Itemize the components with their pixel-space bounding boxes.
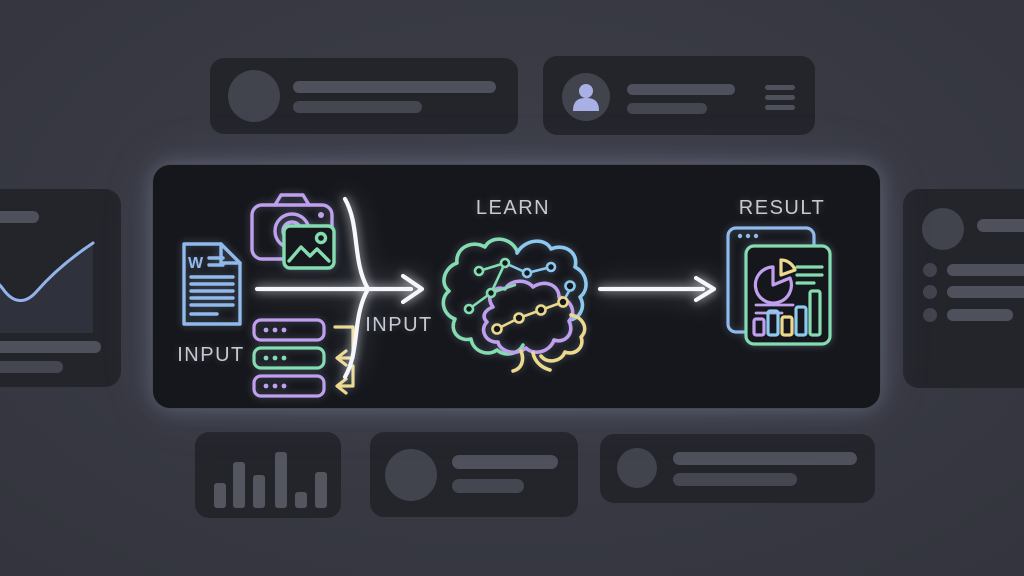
background-card-list [903, 189, 1024, 388]
bar-placeholder [233, 462, 245, 508]
background-card-line-chart [0, 189, 121, 387]
background-card-bar-chart [195, 432, 341, 518]
word-document-icon: W [182, 242, 242, 326]
image-icon [282, 224, 336, 270]
text-line-placeholder [452, 479, 524, 493]
text-line-placeholder [293, 101, 422, 113]
text-line-placeholder [947, 264, 1024, 276]
text-line-placeholder [947, 309, 1013, 321]
bar-placeholder [253, 475, 265, 508]
text-line-placeholder [977, 219, 1024, 232]
svg-text:W: W [188, 255, 204, 272]
avatar-placeholder [922, 208, 964, 250]
text-line-placeholder [627, 84, 735, 95]
bullet-placeholder [923, 308, 937, 322]
background-card-top-right [543, 56, 815, 135]
merge-arrow-icon [254, 196, 425, 380]
avatar-placeholder [385, 449, 437, 501]
report-icon [726, 226, 832, 346]
background-card-bottom-right [600, 434, 875, 503]
background-card-bottom-middle [370, 432, 578, 517]
text-line-placeholder [947, 286, 1024, 298]
text-line-placeholder [0, 361, 63, 373]
background-card-top-left [210, 58, 518, 134]
bar-placeholder [295, 492, 307, 508]
bar-placeholder [275, 452, 287, 508]
text-line-placeholder [293, 81, 496, 93]
avatar-placeholder [562, 73, 610, 121]
input-merged-label: INPUT [365, 314, 433, 336]
text-line-placeholder [673, 473, 797, 486]
brain-icon [441, 237, 588, 373]
text-line-placeholder [627, 103, 707, 114]
avatar-placeholder [228, 70, 280, 122]
bar-placeholder [214, 483, 226, 508]
bullet-placeholder [923, 263, 937, 277]
learn-stage-label: LEARN [475, 197, 551, 219]
menu-icon [765, 85, 795, 115]
text-line-placeholder [0, 211, 39, 223]
line-chart-placeholder [0, 241, 95, 333]
text-line-placeholder [673, 452, 857, 465]
text-line-placeholder [452, 455, 558, 469]
result-stage-label: RESULT [738, 197, 826, 219]
arrow-right-icon [597, 275, 717, 303]
text-line-placeholder [0, 341, 101, 353]
bullet-placeholder [923, 285, 937, 299]
input-stage-label: INPUT [177, 344, 245, 366]
user-icon [573, 84, 599, 111]
avatar-placeholder [617, 448, 657, 488]
flow-diagram-panel: LEARN RESULT INPUT INPUT W [152, 164, 881, 409]
bar-placeholder [315, 472, 327, 508]
